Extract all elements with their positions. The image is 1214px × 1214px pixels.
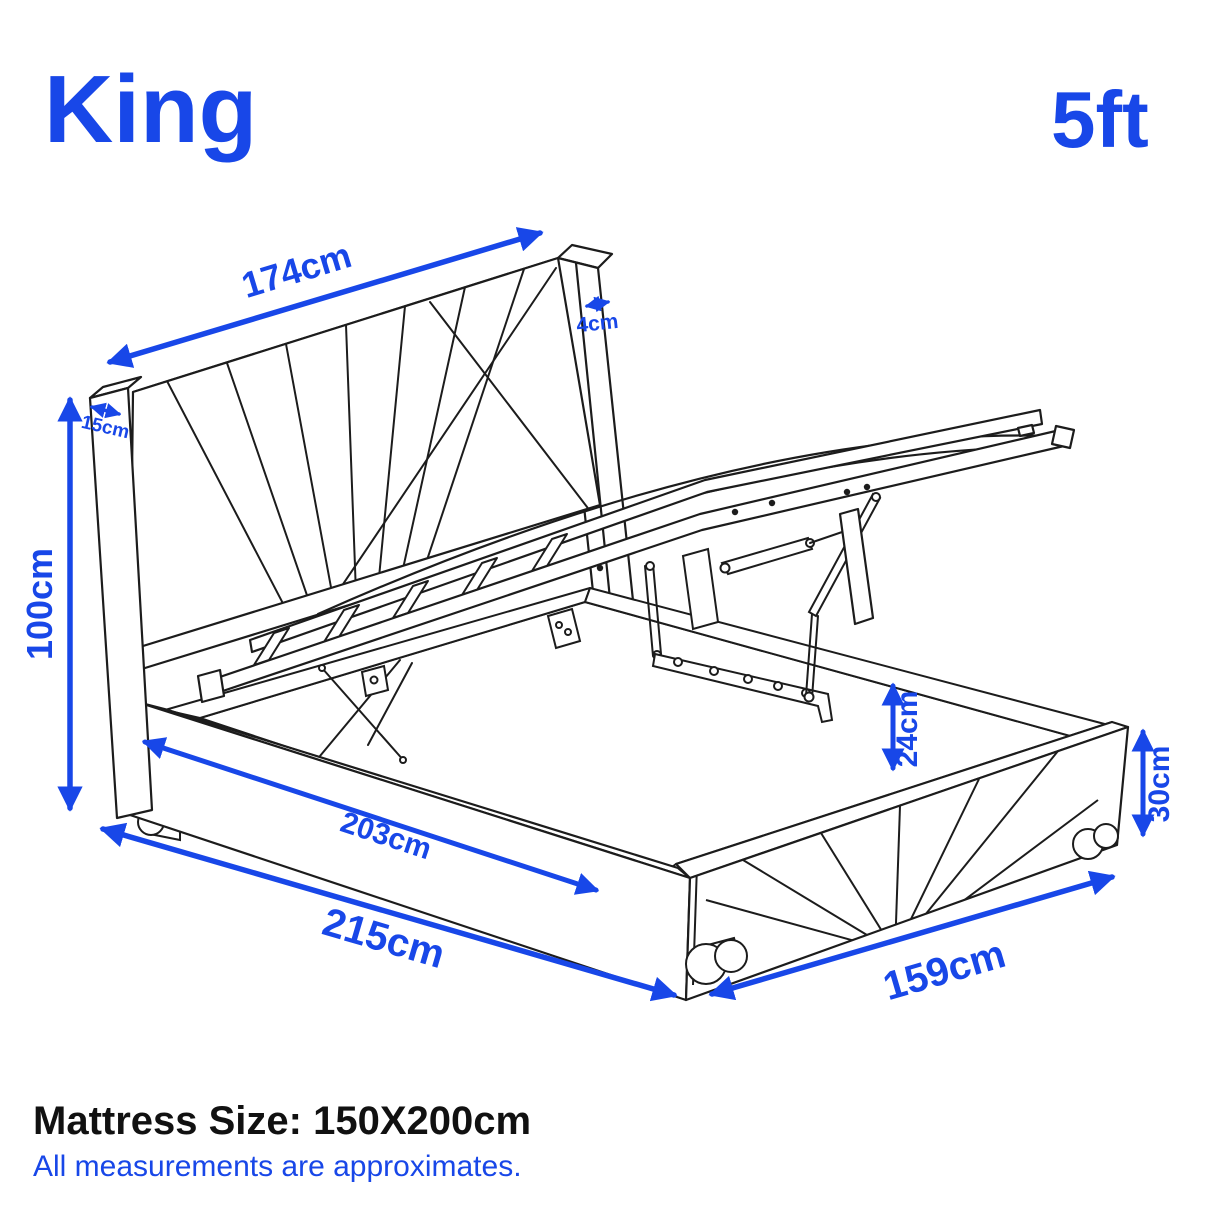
pivot-link [644, 561, 662, 660]
platform-back-rail [248, 408, 1044, 654]
gas-strut-a [719, 529, 849, 576]
platform-bolts [596, 483, 871, 572]
slat-platform-group [196, 408, 1076, 704]
mounting-plate [546, 607, 582, 650]
dim-storage-depth-label: 24cm [891, 691, 924, 768]
dim-wing-thickness-label: 4cm [575, 310, 619, 337]
size-badge: 5ft [1051, 75, 1149, 164]
dim-base-width-arrow [708, 870, 1116, 1001]
dim-base-width-label: 159cm [878, 932, 1010, 1009]
dim-base-height-label: 30cm [1143, 746, 1176, 823]
foot-caster-wheel2 [714, 939, 748, 973]
platform-end-cap [1050, 424, 1076, 450]
lift-strap [838, 507, 875, 626]
mattress-size-text: Mattress Size: 150X200cm [33, 1099, 531, 1143]
dim-post-depth-arrow [89, 402, 122, 419]
platform-tail-notch [1016, 423, 1036, 438]
dim-headboard-width-arrow [106, 227, 544, 368]
right-caster-wheel2 [1093, 823, 1119, 849]
platform-hinge-bracket [196, 668, 226, 704]
support-strip [681, 547, 720, 631]
dim-headboard-height-label: 100cm [19, 548, 60, 660]
measurements-note-text: All measurements are approximates. [33, 1150, 522, 1183]
dim-wing-thickness-arrow [584, 295, 611, 313]
page-title: King [44, 56, 257, 163]
dimension-annotations-group [57, 227, 1155, 1002]
floor-link-bar [651, 652, 834, 724]
dim-outer-length-arrow [99, 822, 678, 1002]
headboard-panel [128, 256, 602, 652]
